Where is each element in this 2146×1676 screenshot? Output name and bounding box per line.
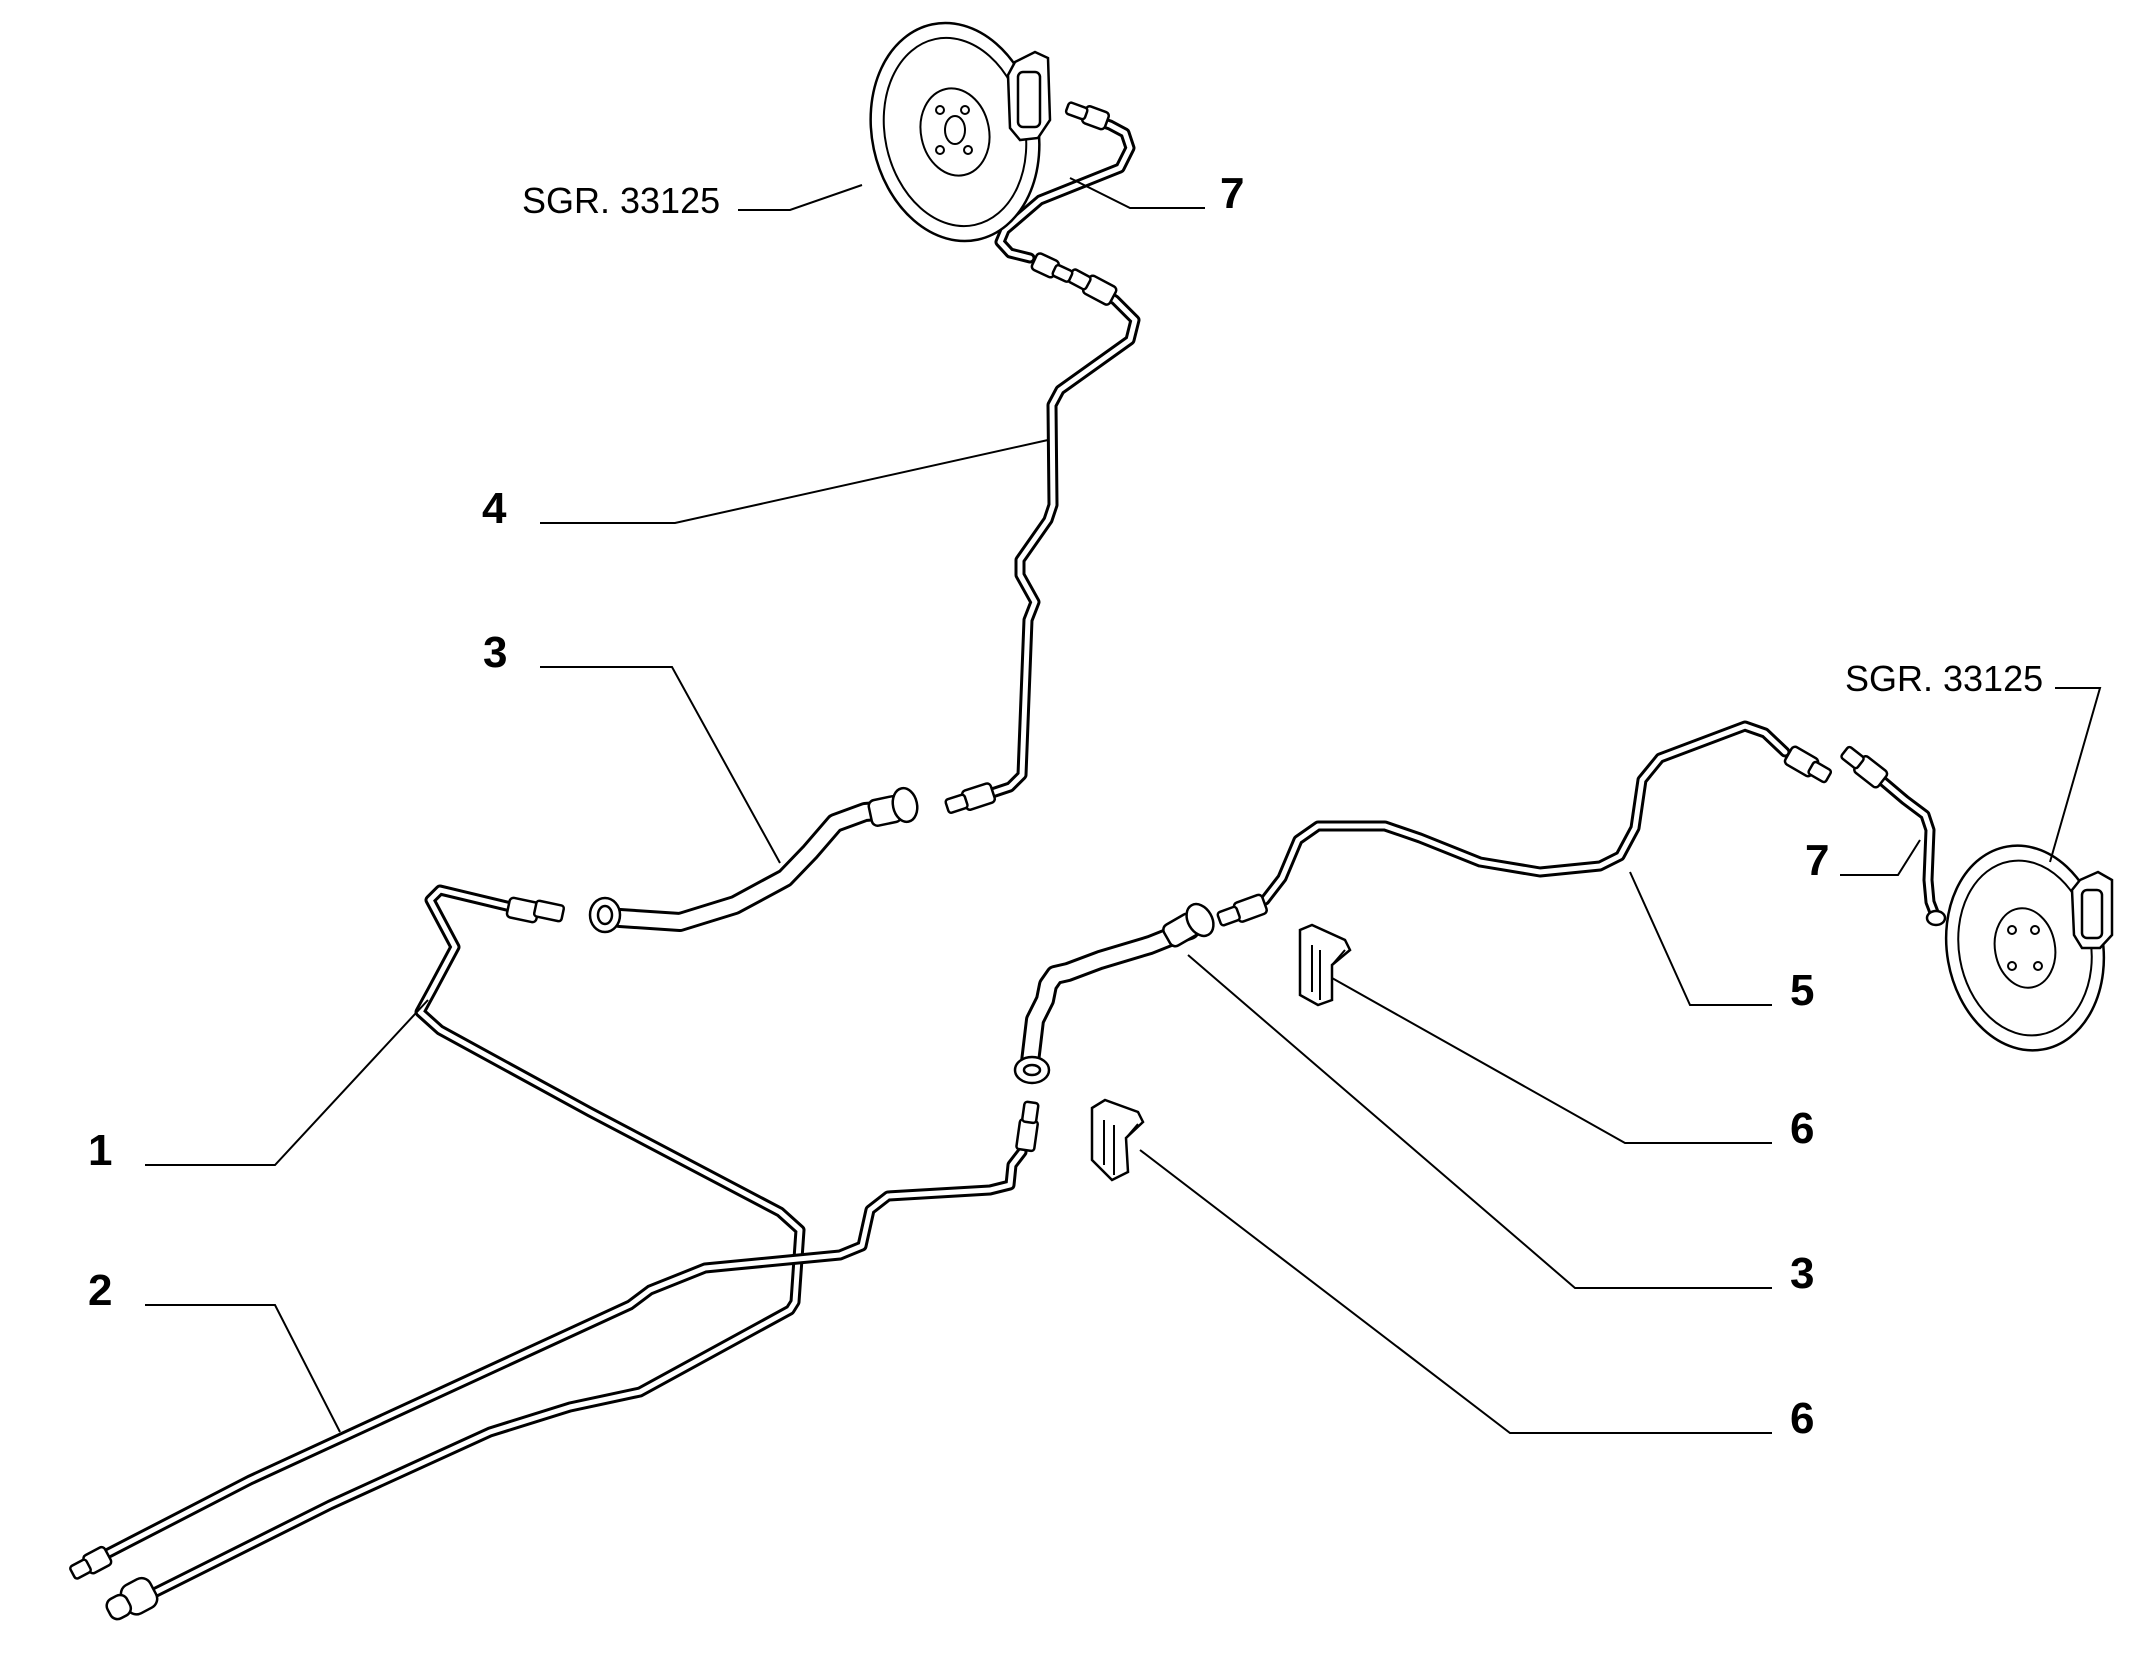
- brake-hose-3-lower[interactable]: [1013, 899, 1219, 1085]
- brake-pipe-2[interactable]: [102, 884, 806, 1626]
- clip-6-lower[interactable]: [1090, 1098, 1145, 1182]
- leader-3-lower: [1187, 954, 1772, 1289]
- leader-4: [540, 439, 1049, 524]
- leader-3-upper: [540, 666, 781, 864]
- callout-5: 5: [1790, 966, 1814, 1015]
- leader-1: [145, 999, 429, 1166]
- leader-lines: [145, 177, 2102, 1434]
- callout-3-lower: 3: [1790, 1249, 1814, 1298]
- brake-pipe-4[interactable]: [944, 266, 1141, 816]
- reference-rear: SGR. 33125: [1845, 658, 2043, 699]
- leader-ref-rear: [2049, 687, 2102, 863]
- brake-pipe-5[interactable]: [1216, 720, 1833, 929]
- callout-1: 1: [88, 1126, 112, 1175]
- callout-6-lower: 6: [1790, 1394, 1814, 1443]
- callout-4: 4: [482, 484, 507, 533]
- brake-hose-3-upper[interactable]: [588, 786, 920, 934]
- leader-ref-front: [738, 184, 863, 211]
- leader-7-front: [1069, 177, 1205, 209]
- reference-front: SGR. 33125: [522, 180, 720, 221]
- callout-2: 2: [88, 1266, 112, 1315]
- clip-6-upper[interactable]: [1298, 923, 1352, 1007]
- leader-7-rear: [1840, 839, 1921, 876]
- callout-7-rear: 7: [1805, 836, 1829, 885]
- brake-caliper-rear[interactable]: [2070, 870, 2114, 950]
- callout-7-front: 7: [1220, 169, 1244, 218]
- callout-6-upper: 6: [1790, 1104, 1814, 1153]
- brake-pipe-1[interactable]: [68, 1100, 1041, 1582]
- brake-hose-7-rear[interactable]: [1839, 744, 1947, 927]
- leader-2: [145, 1304, 341, 1433]
- leader-6-upper: [1331, 977, 1772, 1144]
- brake-caliper-front[interactable]: [1006, 50, 1052, 142]
- callout-3-upper: 3: [483, 628, 507, 677]
- brake-disc-front[interactable]: [851, 7, 1059, 257]
- leader-6-lower: [1139, 1149, 1772, 1434]
- leader-5: [1629, 871, 1772, 1006]
